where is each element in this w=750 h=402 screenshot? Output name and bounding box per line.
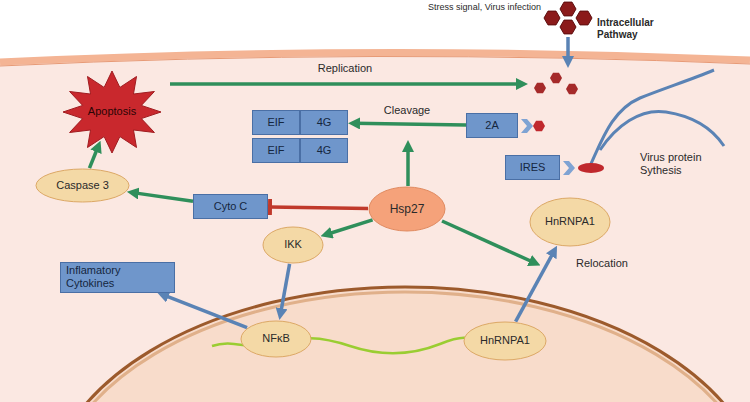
cell-membrane [0, 52, 750, 62]
annotation-label: Stress signal, Virus infection [405, 2, 541, 13]
viral-rna [600, 111, 724, 150]
ires-chevron [563, 161, 575, 175]
ribosome-binding [578, 163, 604, 173]
pathway-arrow [133, 193, 193, 202]
outcome-star: Apoptosis [62, 70, 162, 154]
protein-box: EIF4G [252, 110, 348, 135]
ellipse-shape [369, 187, 445, 231]
annotation-label: Virus protein Sythesis [640, 151, 720, 177]
promote-arrow [406, 146, 410, 186]
output-box: Inflamatory Cytokines [60, 262, 175, 293]
node-content: Inflamatory Cytokines [66, 264, 166, 290]
node-text: HnRNPA1 [545, 215, 595, 228]
node-text: EIF [252, 110, 300, 135]
rna-element-box: IRES [505, 155, 560, 180]
virus-hexagon [544, 11, 560, 25]
virus-2a-hexagon [533, 121, 545, 131]
pathway-arrow [270, 207, 368, 208]
relocation-arrow [442, 221, 535, 263]
node-content: Caspase 3 [56, 179, 109, 192]
node-content: NFκB [262, 332, 290, 345]
cleavage-chevron [521, 119, 533, 133]
virus-hexagon [560, 2, 576, 16]
virus-hexagon [550, 73, 562, 83]
hub-ellipse: Hsp27 [368, 186, 446, 232]
entry-arrow [566, 37, 570, 62]
pathway-arrow [280, 264, 289, 314]
protein-ellipse: NFκB [240, 320, 312, 358]
virus-hexagon [534, 83, 546, 93]
node-text: Apoptosis [88, 105, 136, 118]
nuclear-envelope [50, 292, 750, 402]
node-content: IRES [520, 161, 546, 174]
node-content: Apoptosis [88, 105, 136, 118]
virus-particles [544, 2, 592, 34]
ellipse-shape [36, 169, 129, 202]
cell-membrane-edge [0, 56, 750, 66]
virus-hexagon [576, 11, 592, 25]
protein-ellipse: HnRNPA1 [463, 321, 547, 361]
ellipse-shape [464, 322, 546, 360]
node-text: Inflamatory Cytokines [66, 264, 166, 290]
replicated-virus [534, 73, 578, 94]
protein-ellipse: Caspase 3 [35, 168, 130, 203]
node-text: 4G [300, 110, 348, 135]
node-text: NFκB [262, 332, 290, 345]
nucleus [45, 287, 750, 402]
pathway-arrow [516, 251, 555, 322]
node-content: EIF4G [252, 110, 348, 135]
node-text: IRES [520, 161, 546, 174]
node-text: HnRNPA1 [480, 334, 530, 347]
protein-ellipse: IKK [262, 226, 324, 264]
pathway-arrow [354, 123, 466, 125]
node-content: Hsp27 [390, 202, 425, 216]
pathway-arrow [89, 146, 98, 168]
ellipse-shape [263, 227, 323, 263]
node-text: 2A [485, 119, 498, 132]
ellipse-shape [241, 321, 311, 357]
node-text: Caspase 3 [56, 179, 109, 192]
node-content: HnRNPA1 [480, 334, 530, 347]
pathway-arrow [326, 220, 372, 235]
node-content: HnRNPA1 [545, 215, 595, 228]
node-content: Cyto C [214, 200, 248, 213]
node-text: Cyto C [214, 200, 248, 213]
pathway-title: Intracellular Pathway [597, 17, 671, 41]
node-text: Hsp27 [390, 202, 425, 216]
annotation-label: Relocation [576, 257, 646, 270]
node-content: EIF4G [252, 138, 348, 163]
edge-label: Cleavage [384, 104, 430, 117]
pathway-arrow [163, 295, 247, 328]
node-text: IKK [284, 238, 302, 251]
annotation-label: Replication [300, 62, 390, 75]
protein-box: 2A [466, 113, 518, 138]
ellipse-shape [530, 198, 610, 246]
protein-ellipse: HnRNPA1 [529, 197, 611, 247]
node-text: 4G [300, 138, 348, 163]
node-content: IKK [284, 238, 302, 251]
virus-hexagon [560, 20, 576, 34]
node-text: EIF [252, 138, 300, 163]
virus-hexagon [566, 84, 578, 94]
protein-box: Cyto C [193, 194, 268, 219]
star-shape [63, 71, 161, 153]
replication-arrow [170, 82, 522, 86]
node-content: 2A [485, 119, 498, 132]
protein-box: EIF4G [252, 138, 348, 163]
